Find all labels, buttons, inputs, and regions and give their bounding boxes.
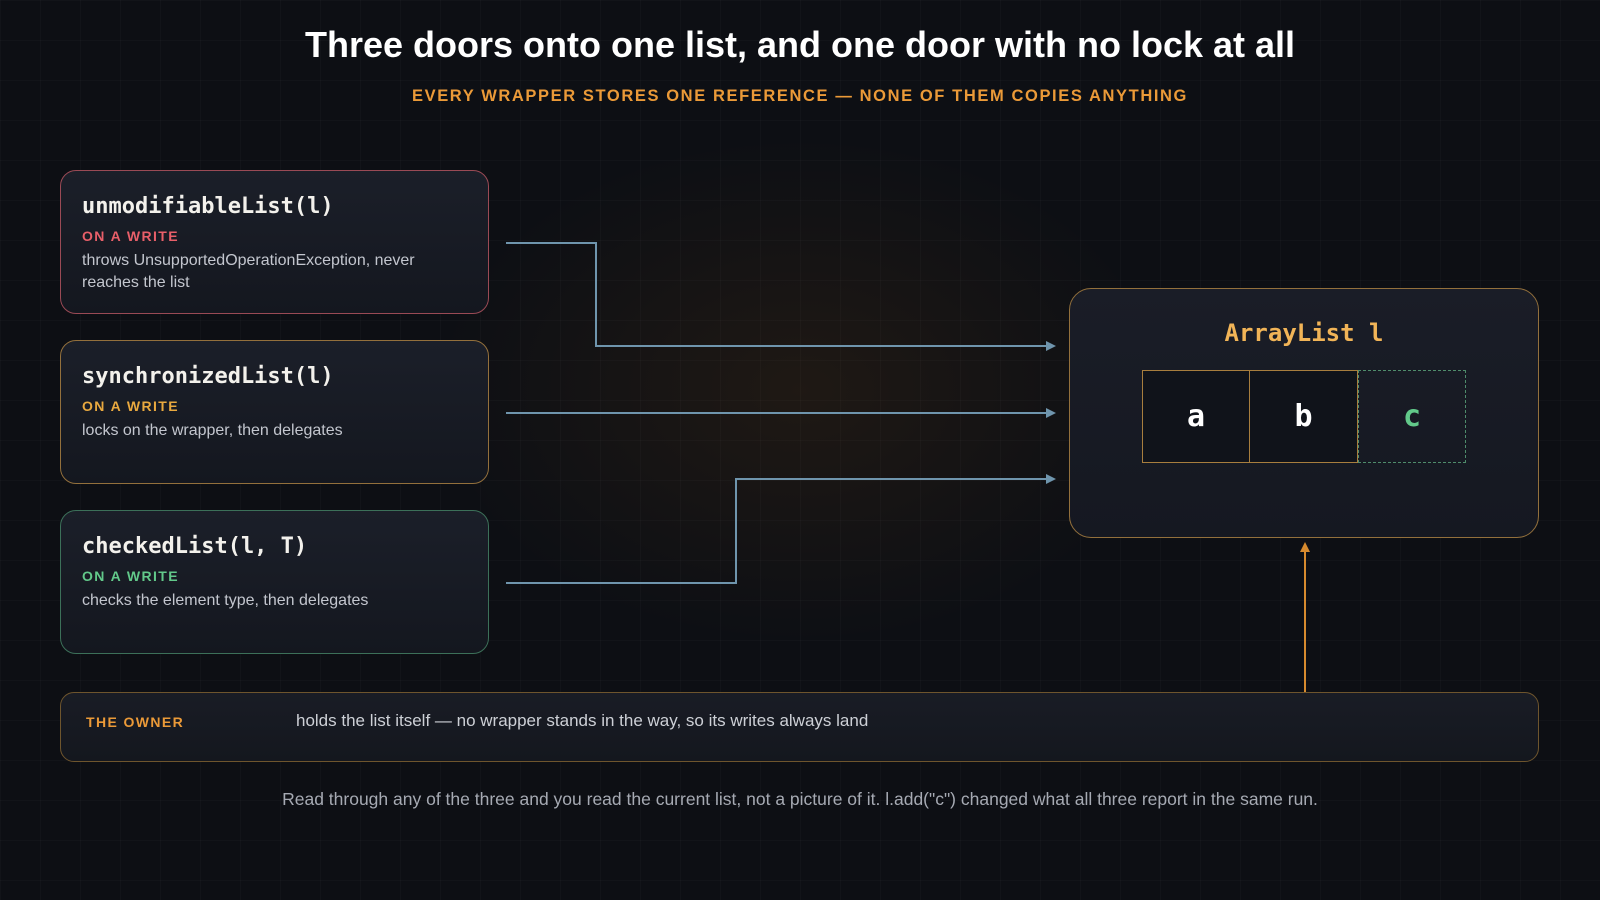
connector-checked-arrow — [506, 474, 1056, 584]
owner-description: holds the list itself — no wrapper stand… — [296, 711, 869, 730]
owner-label: THE OWNER — [86, 714, 185, 730]
list-cell-a: a — [1142, 370, 1250, 463]
wrapper-name: synchronizedList(l) — [82, 364, 334, 389]
connector-unmodifiable-arrow — [506, 242, 1056, 351]
arraylist-title: ArrayList l — [1224, 319, 1384, 347]
page-title: Three doors onto one list, and one door … — [304, 24, 1296, 65]
wrapper-description: locks on the wrapper, then delegates — [82, 422, 343, 439]
list-cell-c-added: c — [1358, 370, 1466, 463]
list-cells: a b c — [1142, 370, 1466, 463]
wrapper-card-synchronized: synchronizedList(l) ON A WRITE locks on … — [60, 340, 489, 484]
arraylist-box: ArrayList l a b c — [1069, 288, 1539, 538]
wrapper-card-checked: checkedList(l, T) ON A WRITE checks the … — [60, 510, 489, 654]
wrapper-name: checkedList(l, T) — [82, 534, 308, 559]
wrapper-label: ON A WRITE — [82, 398, 179, 414]
wrapper-label: ON A WRITE — [82, 228, 179, 244]
owner-bar: THE OWNER holds the list itself — no wra… — [60, 692, 1539, 762]
wrapper-description: throws UnsupportedOperationException, ne… — [82, 252, 415, 291]
wrapper-name: unmodifiableList(l) — [82, 194, 334, 219]
wrapper-description: checks the element type, then delegates — [82, 592, 369, 609]
footnote: Read through any of the three and you re… — [282, 789, 1318, 809]
wrapper-card-unmodifiable: unmodifiableList(l) ON A WRITE throws Un… — [60, 170, 489, 314]
page-subtitle: EVERY WRAPPER STORES ONE REFERENCE — NON… — [411, 87, 1188, 105]
wrapper-label: ON A WRITE — [82, 568, 179, 584]
list-cell-b: b — [1250, 370, 1358, 463]
